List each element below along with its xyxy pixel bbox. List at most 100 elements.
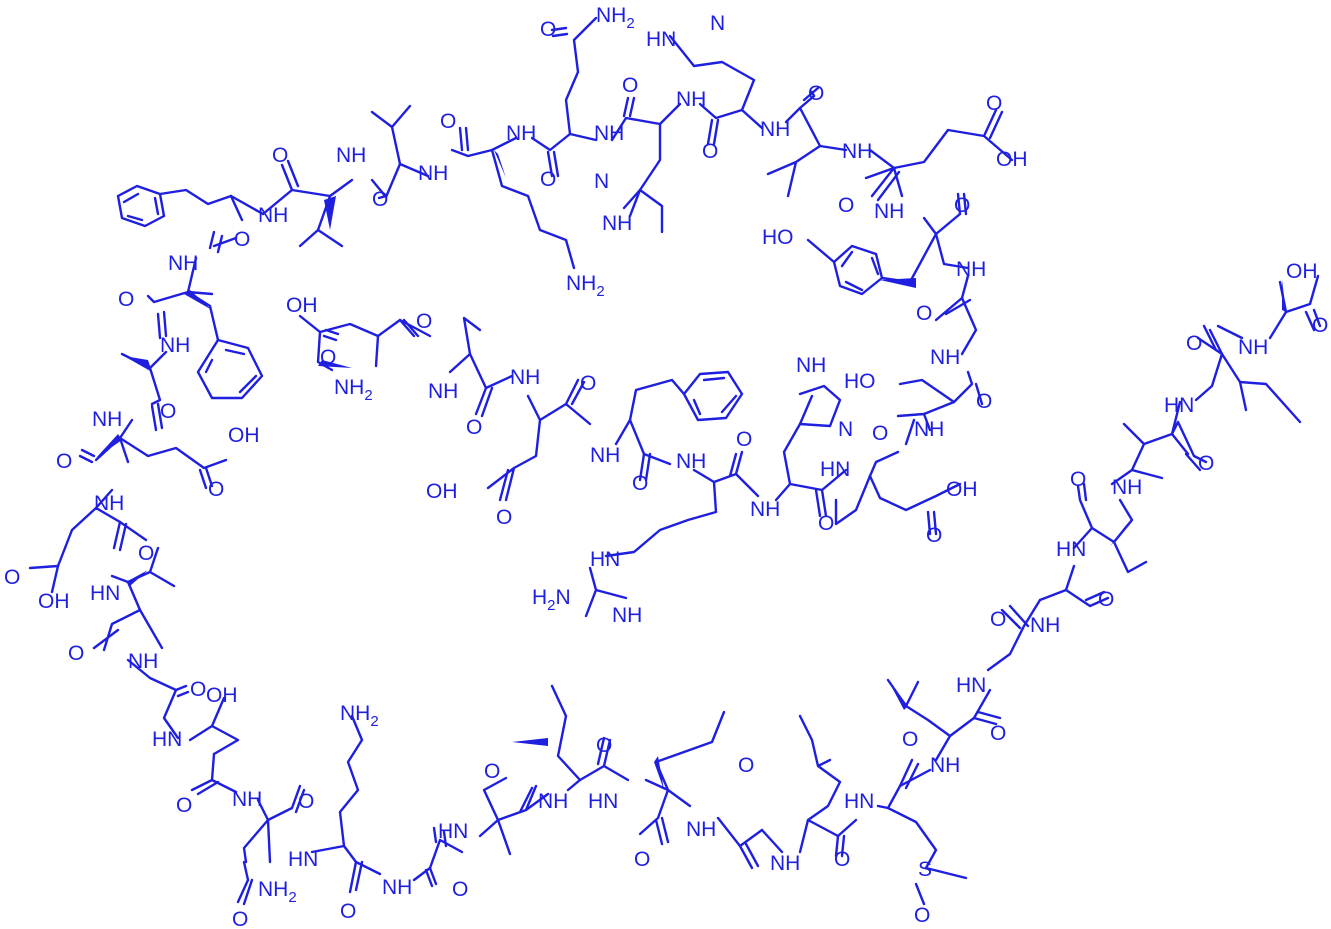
atom-nh2-lys1: NH2: [566, 272, 605, 300]
atom-nh-gly1: NH: [930, 346, 960, 369]
atom-o-glu2: O: [56, 450, 72, 473]
atom-o-asp1b: O: [926, 524, 942, 547]
atom-o-met: O: [914, 904, 930, 927]
bonds-right-ring: [806, 192, 984, 536]
atom-hn-val3: HN: [90, 582, 120, 605]
atom-o-lys1: O: [440, 110, 456, 133]
atom-hn-asp1: HN: [820, 458, 850, 481]
atom-o-val3: O: [68, 642, 84, 665]
atom-o-val4: O: [990, 722, 1006, 745]
atom-nh-glu0: NH: [510, 366, 540, 389]
atom-nh-his2: NH: [760, 118, 790, 141]
atom-nh-ala3: NH: [1238, 336, 1268, 359]
atom-nh-gly2: NH: [128, 650, 158, 673]
atom-o-phe2: O: [234, 228, 250, 251]
atom-hn-ser2: HN: [152, 728, 182, 751]
atom-nh-his1: NH: [676, 88, 706, 111]
atom-o-leu1: O: [372, 188, 388, 211]
atom-o-asp0: O: [416, 310, 432, 333]
atom-labels: NH2 HN N O O NH O O NH O NH NH NH NH OH …: [4, 4, 1328, 929]
atom-o-ser2: O: [176, 794, 192, 817]
atom-n-his4: N: [838, 418, 853, 441]
atom-nh-lys1: NH: [506, 122, 536, 145]
atom-o-ile2: O: [634, 848, 650, 871]
atom-nh-asn: NH: [232, 788, 262, 811]
atom-o-ser1: O: [976, 390, 992, 413]
atom-nh-glu1: NH: [874, 200, 904, 223]
atom-o-his2: O: [540, 168, 556, 191]
atom-o-glu0: O: [580, 372, 596, 395]
atom-nh-guan: NH: [612, 604, 642, 627]
atom-o-gly1: O: [916, 302, 932, 325]
atom-o-ile3: O: [1186, 332, 1202, 355]
atom-o-his1c: O: [622, 74, 638, 97]
bonds-left-ring: [28, 230, 306, 906]
atom-nh-his2b: NH: [602, 212, 632, 235]
atom-nh-phe1: NH: [258, 204, 288, 227]
atom-oh-asp0: OH: [286, 294, 318, 317]
atom-ho-tyr: HO: [762, 226, 794, 249]
atom-o-lys2: O: [340, 900, 356, 923]
atom-nh-gln: NH: [594, 122, 624, 145]
atom-hn-ala2: HN: [438, 820, 468, 843]
atom-o-gly3: O: [452, 878, 468, 901]
atom-o-asp0b: O: [320, 346, 336, 369]
atom-hn-val5: HN: [1056, 538, 1086, 561]
atom-hn-met: HN: [844, 790, 874, 813]
atom-nh-val4: NH: [930, 754, 960, 777]
atom-nh-val1: NH: [336, 144, 366, 167]
atom-o-glu0b: O: [496, 506, 512, 529]
atom-n-his2: N: [594, 170, 609, 193]
atom-o-gly5: O: [990, 608, 1006, 631]
atom-o-asp2b: O: [4, 566, 20, 589]
atom-o-metc: O: [902, 728, 918, 751]
atom-nh2-asn: NH2: [258, 878, 297, 906]
bonds-bottom-row: [310, 684, 968, 906]
atom-o-tyr: O: [954, 194, 970, 217]
atom-o-arg: O: [736, 428, 752, 451]
atom-hn-phe2: NH: [168, 252, 198, 275]
atom-o-val5: O: [1070, 468, 1086, 491]
atom-oh-ala3: OH: [1286, 260, 1318, 283]
atom-o-phe1: O: [272, 144, 288, 167]
atom-nh2-lys2: NH2: [340, 702, 379, 730]
atom-hn-his1: HN: [646, 28, 676, 51]
atom-hn-gly5: HN: [956, 674, 986, 697]
atom-oh-ser2: OH: [206, 684, 238, 707]
atom-o-asp1: O: [872, 422, 888, 445]
atom-nh-gly6: NH: [1030, 614, 1060, 637]
atom-o-asnb: O: [232, 908, 248, 929]
atom-o-glu1: O: [986, 92, 1002, 115]
atom-ho-ser1: HO: [844, 370, 876, 393]
stereo-wedges: [96, 150, 1286, 790]
atom-o-leu2: O: [834, 848, 850, 871]
atom-h2n-guan: H2N: [532, 586, 571, 614]
atom-o-ala3: O: [1312, 314, 1328, 337]
atom-o-his4: O: [818, 512, 834, 535]
atom-nh2-asp0: NH2: [334, 376, 373, 404]
bonds-top-row: [116, 16, 1014, 270]
atom-nh-phe0: NH: [590, 444, 620, 467]
atom-nh-his4: NH: [750, 498, 780, 521]
atom-o-his3: O: [702, 140, 718, 163]
atom-o-asp2: O: [138, 542, 154, 565]
atom-nh-gly3: NH: [382, 876, 412, 899]
atom-nh-asp2: NH: [94, 492, 124, 515]
atom-o-gly6: O: [1098, 588, 1114, 611]
atom-o-ala0: O: [466, 416, 482, 439]
atom-o-asn: O: [298, 790, 314, 813]
atom-o-val6: O: [1198, 452, 1214, 475]
atom-o-gly4: O: [738, 754, 754, 777]
atom-nh-val2: NH: [842, 140, 872, 163]
atom-nh-leu2: NH: [770, 852, 800, 875]
atom-s-met: S: [918, 858, 932, 881]
atom-hn-ile3: HN: [1164, 394, 1194, 417]
atom-oh-glu2: OH: [228, 424, 260, 447]
atom-nh-tyr: NH: [956, 258, 986, 281]
atom-o-gly2: O: [190, 678, 206, 701]
atom-o-ala1b: O: [160, 400, 176, 423]
atom-oh-glu0: OH: [426, 480, 458, 503]
atom-nh-gly4: NH: [686, 818, 716, 841]
